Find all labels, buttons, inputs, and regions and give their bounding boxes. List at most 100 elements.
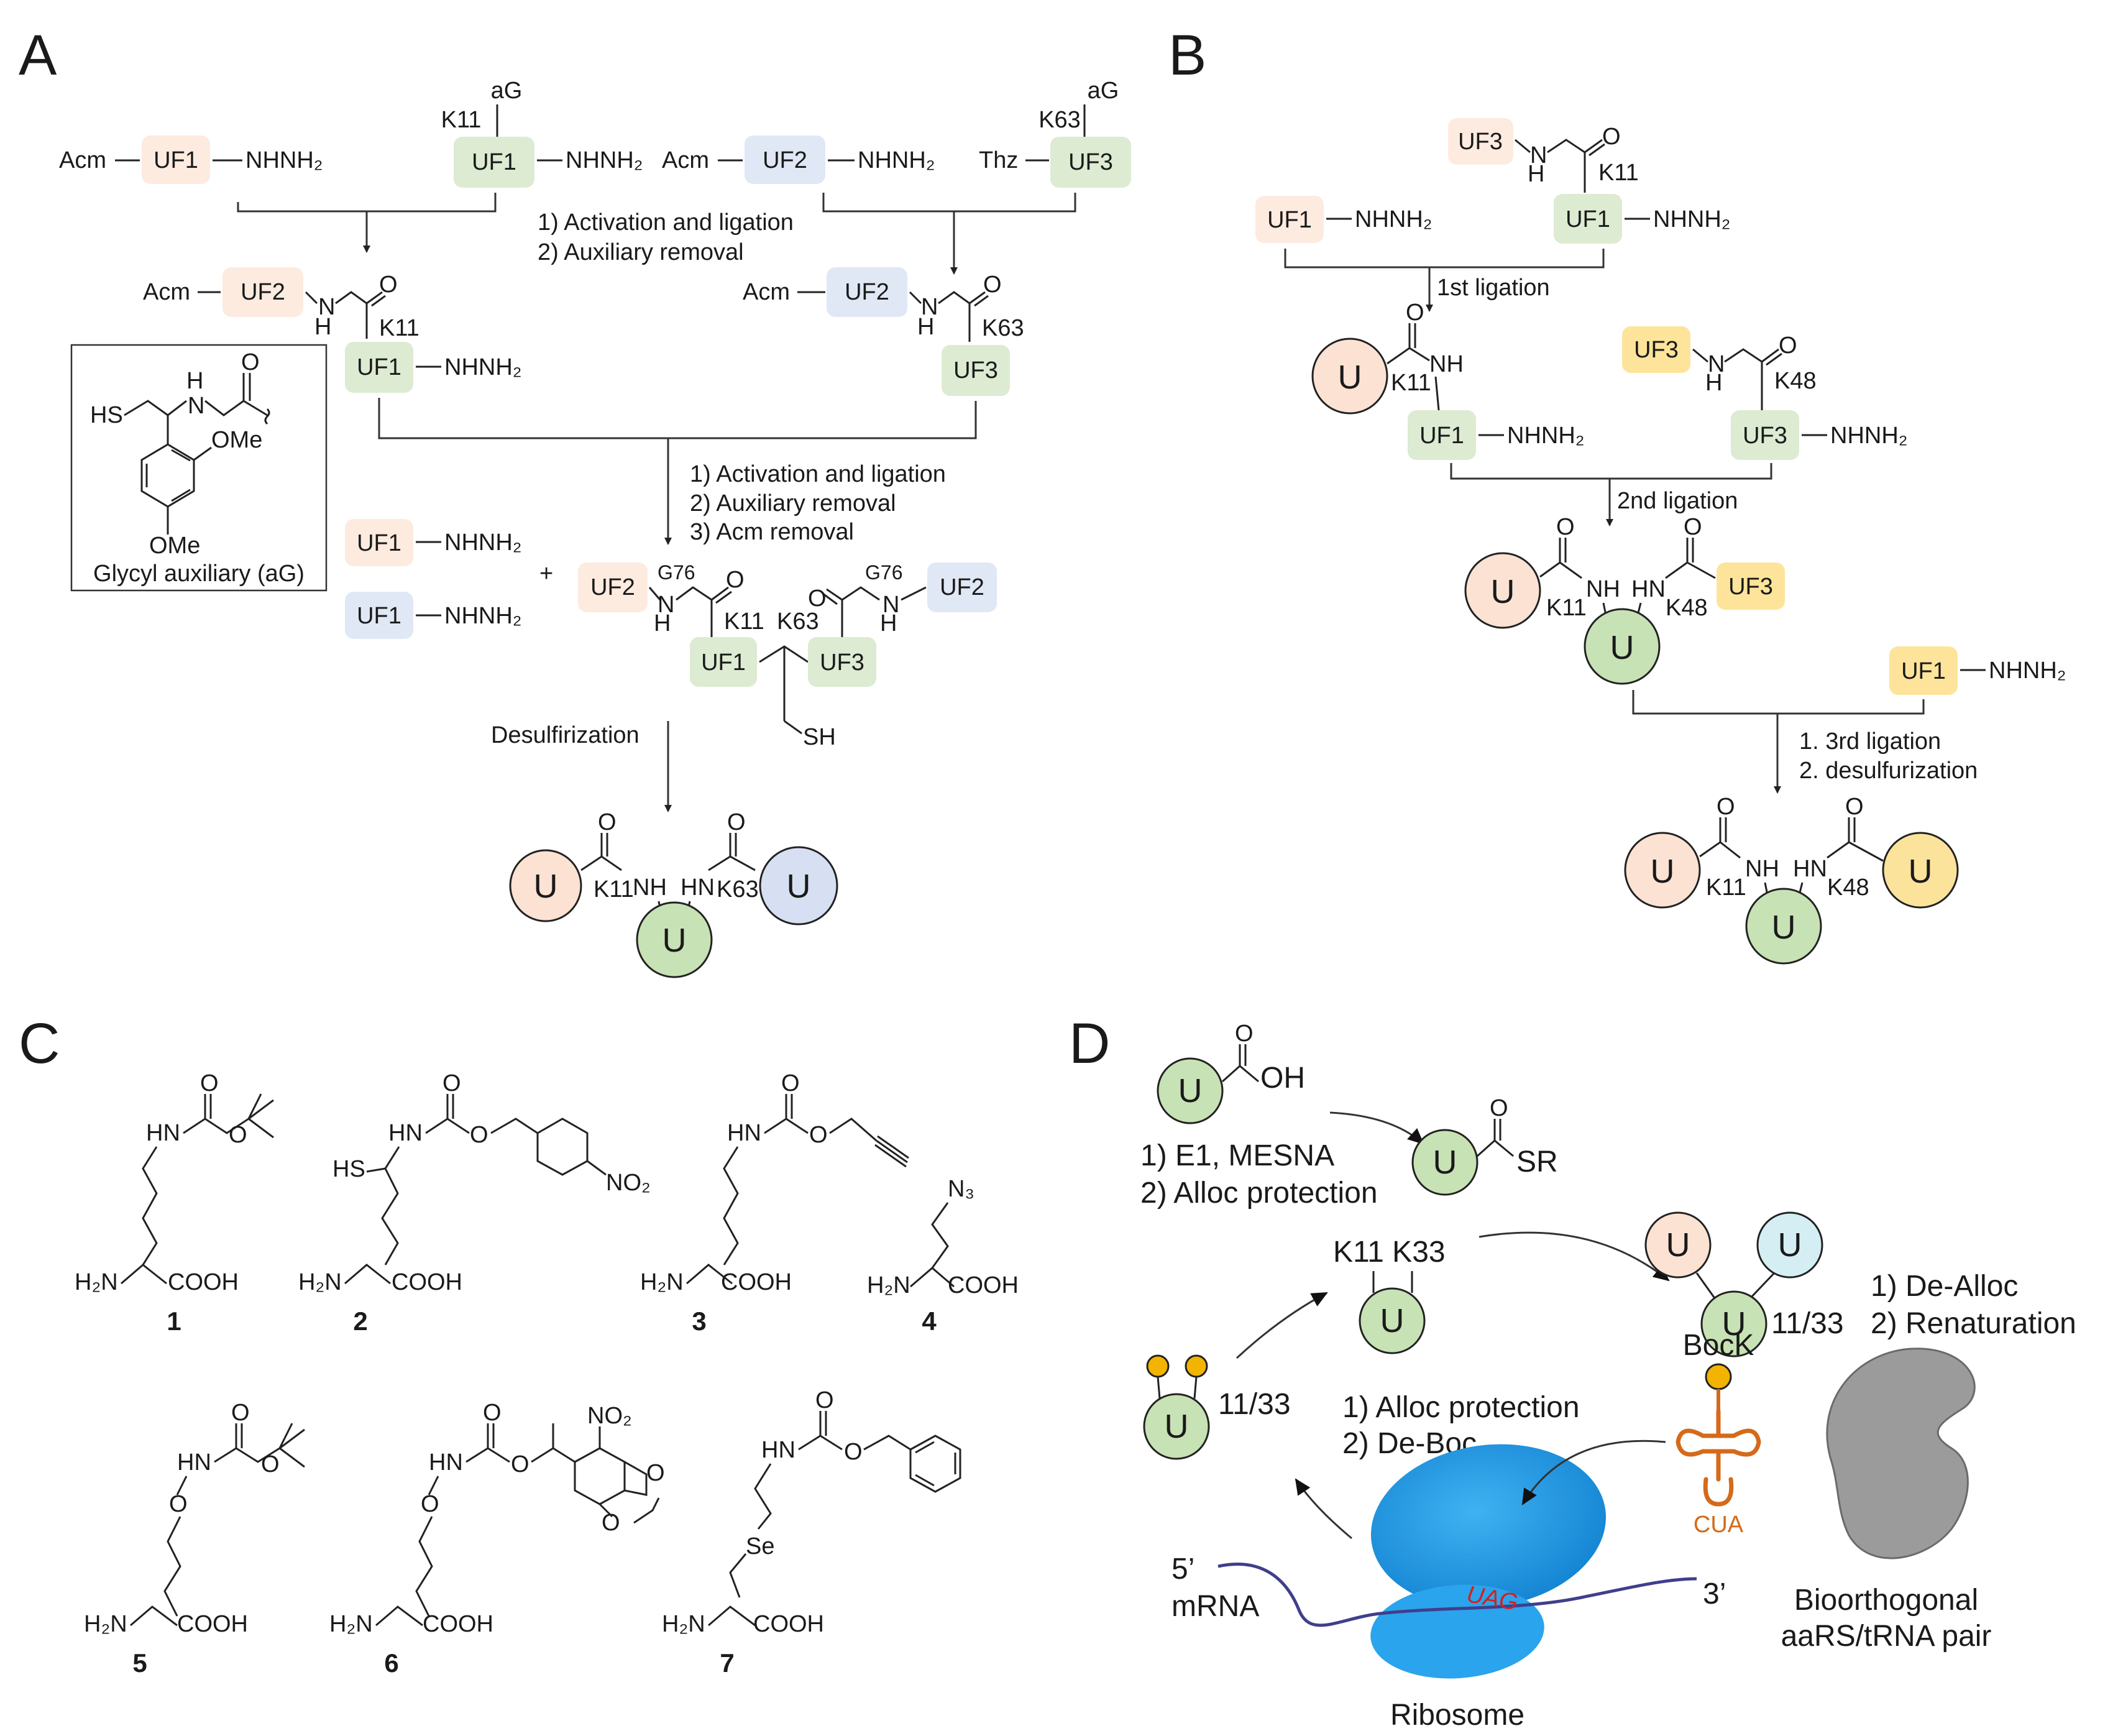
- aars-enzyme: [1826, 1348, 1976, 1559]
- aars-label: aaRS/tRNA pair: [1781, 1620, 1992, 1653]
- ubiquitin-node: [636, 901, 713, 978]
- oh-label: OH: [1260, 1062, 1305, 1095]
- ubiquitin-label: U: [1722, 1305, 1746, 1343]
- svg-text:OMe: OMe: [149, 533, 200, 559]
- lig1-text: 1st ligation: [1437, 275, 1550, 301]
- uf2-label: UF2: [763, 147, 807, 173]
- svg-text:N: N: [188, 393, 204, 419]
- k11-label: K11: [1598, 160, 1639, 186]
- step-text: 2) Auxiliary removal: [538, 239, 744, 265]
- ubiquitin-label: U: [1433, 1144, 1457, 1181]
- lig3-text: 2. desulfurization: [1799, 758, 1978, 784]
- step-text: 1) Activation and ligation: [538, 209, 794, 236]
- nhnh2-label: NHNH₂: [1507, 423, 1585, 449]
- svg-text:H₂N: H₂N: [75, 1269, 118, 1295]
- svg-text:Se: Se: [746, 1533, 774, 1559]
- ratio-label: 11/33: [1771, 1307, 1844, 1340]
- svg-text:O: O: [483, 1400, 502, 1426]
- nhnh2-label: NHNH₂: [566, 147, 643, 173]
- compound-number: 4: [922, 1307, 937, 1336]
- nhnh2-label: NHNH₂: [858, 147, 935, 173]
- svg-text:O: O: [261, 1451, 280, 1477]
- ubiquitin-node: [1756, 1211, 1823, 1279]
- ubiquitin-node: [1311, 338, 1388, 415]
- compound-number: 7: [720, 1648, 734, 1678]
- svg-text:COOH: COOH: [721, 1269, 792, 1295]
- svg-text:COOH: COOH: [168, 1269, 239, 1295]
- k48-label: K48: [1666, 595, 1708, 621]
- uf1-label: UF1: [472, 149, 516, 175]
- k63-label: K63: [1038, 107, 1081, 133]
- svg-text:O: O: [646, 1460, 665, 1486]
- svg-text:NO₂: NO₂: [606, 1170, 651, 1196]
- svg-text:NH: NH: [633, 875, 667, 901]
- uf3-box: [1717, 563, 1785, 610]
- compound-1: HN O O H₂N COOH 1: [75, 1070, 274, 1336]
- svg-text:H₂N: H₂N: [329, 1611, 373, 1637]
- svg-text:O: O: [169, 1491, 188, 1517]
- svg-text:HS: HS: [332, 1156, 365, 1182]
- svg-text:COOH: COOH: [753, 1611, 824, 1637]
- ubiquitin-node: [1644, 1211, 1712, 1279]
- h-atom: H: [314, 314, 331, 340]
- svg-text:K63: K63: [717, 876, 759, 902]
- uf1-box: [345, 519, 413, 566]
- ratio-label: 11/33: [1218, 1388, 1291, 1421]
- svg-text:U: U: [534, 868, 558, 905]
- ubiquitin-node: [1411, 1129, 1478, 1196]
- lig2-text: 2nd ligation: [1617, 488, 1738, 514]
- uf1-label: UF1: [701, 650, 746, 676]
- svg-text:OMe: OMe: [211, 427, 262, 453]
- bock-ball: [1705, 1363, 1732, 1390]
- compound-number: 6: [384, 1648, 398, 1678]
- svg-text:N₃: N₃: [948, 1176, 974, 1202]
- svg-text:O: O: [727, 809, 746, 835]
- acm-label: Acm: [143, 279, 190, 305]
- ubiquitin-node: [1464, 552, 1541, 629]
- ubiquitin-label: U: [1610, 629, 1634, 666]
- uf1-box: [1889, 646, 1958, 695]
- lig3-text: 1. 3rd ligation: [1799, 728, 1941, 755]
- uf3-label: UF3: [1634, 337, 1679, 363]
- panel-label-b: B: [1168, 24, 1206, 87]
- svg-text:U: U: [662, 922, 687, 959]
- ribosome: [1370, 1444, 1607, 1679]
- compound-number: 3: [692, 1307, 706, 1336]
- bock-label: BocK: [1683, 1329, 1754, 1362]
- k63-label: K63: [982, 315, 1024, 341]
- k11-label: K11: [1546, 595, 1587, 621]
- compound-2: HN O O NO₂ HS H₂N COOH 2: [298, 1070, 651, 1336]
- uf3-label: UF3: [1458, 129, 1503, 155]
- uf3-label: UF3: [1728, 574, 1773, 600]
- uf3-box: [942, 345, 1010, 396]
- svg-text:HN: HN: [177, 1449, 211, 1476]
- aars-label: Bioorthogonal: [1794, 1584, 1978, 1617]
- svg-text:HS: HS: [90, 402, 123, 428]
- panel-c: HN O O H₂N COOH 1 HN O O NO₂ HS: [75, 1070, 1019, 1678]
- panel-label-a: A: [19, 24, 57, 87]
- uf1-box: [142, 135, 210, 184]
- svg-text:COOH: COOH: [392, 1269, 462, 1295]
- uf2-box: [578, 563, 648, 612]
- uf3-label: UF3: [820, 650, 864, 676]
- uf1-label: UF1: [1566, 206, 1610, 232]
- uf1-label: UF1: [1419, 423, 1464, 449]
- n-atom: N: [882, 592, 899, 618]
- compound-number: 1: [167, 1307, 181, 1336]
- mrna-5prime: 5’: [1171, 1553, 1194, 1586]
- uf1-label: UF1: [154, 147, 198, 173]
- uf2-box: [827, 267, 907, 317]
- svg-text:COOH: COOH: [423, 1611, 493, 1637]
- uf1-box: [1255, 196, 1324, 243]
- nh-group: NH: [1429, 351, 1464, 377]
- h-atom: H: [654, 610, 671, 636]
- uf2-label: UF2: [241, 279, 285, 305]
- n-atom: N: [318, 294, 335, 320]
- desulf-text: Desulfirization: [491, 722, 640, 748]
- uf2-box: [745, 135, 825, 184]
- ubiquitin-node: [1700, 1290, 1767, 1357]
- uf1-label: UF1: [1267, 207, 1312, 233]
- ubiquitin-label: U: [1666, 1226, 1690, 1264]
- panel-label-c: C: [19, 1012, 60, 1075]
- svg-text:COOH: COOH: [177, 1611, 248, 1637]
